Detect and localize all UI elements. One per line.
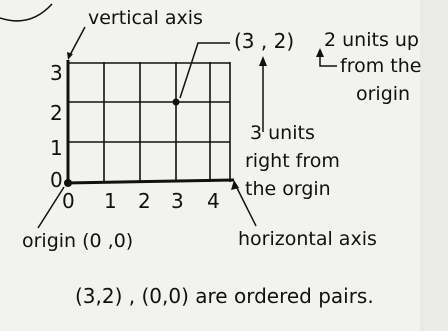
units-right-arrowhead — [259, 56, 267, 66]
y-tick-2: 2 — [50, 101, 63, 125]
point-pointer — [179, 42, 230, 99]
x-tick-3: 3 — [171, 189, 184, 213]
x-tick-0: 0 — [62, 189, 75, 213]
vertical-axis-pointer — [69, 26, 86, 56]
y-tick-3: 3 — [50, 61, 63, 85]
horizontal-axis-arrowhead — [231, 180, 239, 190]
y-tick-1: 1 — [50, 136, 63, 160]
x-tick-4: 4 — [207, 189, 220, 213]
vertical-axis-arrowhead — [67, 52, 73, 60]
corner-arc — [0, 3, 53, 22]
origin-pointer — [37, 186, 65, 229]
units-up-line1: 2 units up — [324, 29, 419, 51]
x-tick-1: 1 — [104, 189, 117, 213]
edge-shading — [420, 0, 448, 331]
units-up-line2: from the — [340, 55, 422, 77]
units-up-line3: origin — [356, 83, 411, 105]
horizontal-axis-line — [65, 178, 235, 185]
point-3-2 — [172, 98, 180, 106]
origin-label: origin (0 ,0) — [22, 230, 134, 252]
units-up-arrowhead — [316, 48, 324, 57]
units-right-line3: the orgin — [245, 178, 331, 200]
point-label: (3 , 2) — [234, 29, 295, 53]
grid-lines — [68, 62, 230, 182]
origin-dot — [64, 179, 72, 187]
horizontal-axis-label: horizontal axis — [238, 228, 377, 250]
horizontal-axis-pointer — [234, 183, 257, 227]
x-tick-2: 2 — [138, 189, 151, 213]
units-right-line1: 3 units — [250, 122, 315, 144]
units-right-line2: right from — [245, 150, 340, 172]
y-tick-0: 0 — [50, 168, 63, 192]
vertical-axis-label: vertical axis — [88, 7, 203, 29]
caption: (3,2) , (0,0) are ordered pairs. — [75, 284, 374, 308]
